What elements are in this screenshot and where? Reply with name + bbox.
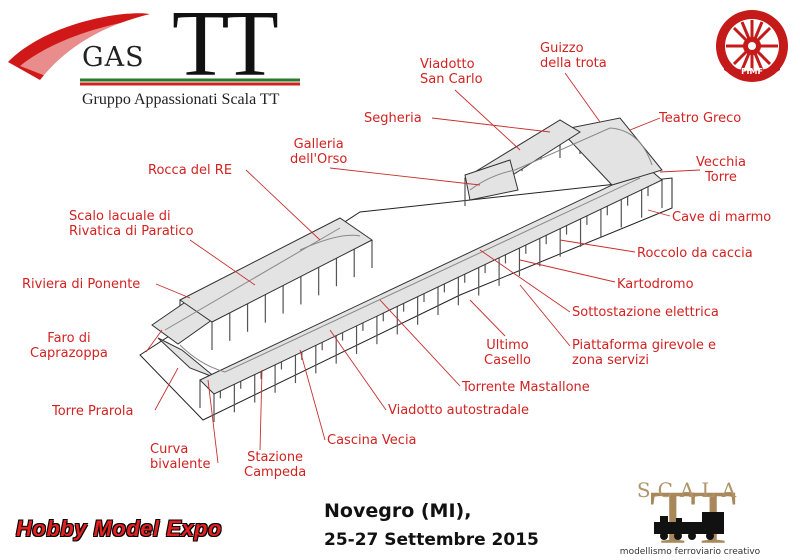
callout-line: Galleria: [293, 137, 344, 152]
leader-line: [189, 239, 256, 286]
leader-line: [329, 329, 387, 411]
leader-line: [479, 249, 571, 313]
leader-line: [629, 117, 661, 131]
callout-line: Torrente Mastallone: [462, 380, 590, 395]
layout-track: [164, 127, 653, 373]
callout-line: Faro di: [47, 331, 91, 346]
callout-line: Viadotto: [420, 57, 475, 72]
callout-roccolo: Roccolo da caccia: [637, 246, 753, 261]
callout-torre-prarola: Torre Prarola: [52, 404, 134, 419]
callout-line: San Carlo: [420, 72, 483, 87]
leader-line: [379, 299, 461, 387]
callout-ultimo-casello: Ultimo Casello: [484, 338, 531, 368]
callout-line: Piattaforma girevole e: [572, 338, 717, 353]
leader-line: [659, 169, 701, 173]
callout-line: Caprazoppa: [30, 346, 108, 361]
callout-line: Sottostazione elettrica: [572, 305, 719, 320]
callout-line: Cave di marmo: [672, 210, 772, 225]
callout-line: Segheria: [364, 111, 422, 126]
callout-line: Curva: [150, 442, 189, 457]
leader-line: [154, 367, 179, 411]
callout-line: Torre Prarola: [52, 404, 134, 419]
layout-boards: [151, 117, 663, 395]
callout-line: Torre: [705, 170, 737, 185]
callout-line: Cascina Vecia: [327, 433, 417, 448]
callout-line: Ultimo: [486, 338, 529, 353]
leader-line: [519, 284, 571, 347]
callout-teatro-greco: Teatro Greco: [659, 111, 741, 126]
leader-line: [207, 379, 219, 464]
leader-line: [155, 283, 191, 299]
callout-line: Guizzo: [540, 41, 584, 56]
gas-word: GAS: [82, 42, 145, 73]
leader-line: [145, 329, 163, 353]
callout-galleria-orso: Galleria dell'Orso: [290, 137, 347, 167]
leader-line: [564, 72, 601, 123]
callout-cascina-vecia: Cascina Vecia: [327, 433, 417, 448]
leader-line: [519, 259, 616, 283]
callout-viadotto-autostradale: Viadotto autostradale: [388, 403, 529, 418]
event-dates: 25-27 Settembre 2015: [324, 530, 539, 550]
scala-word: SCALA: [636, 478, 744, 502]
callout-curva-bivalente: Curva bivalente: [150, 442, 210, 472]
event-place: Novegro (MI),: [324, 500, 472, 522]
callout-line: dell'Orso: [290, 152, 348, 167]
callout-line: Rocca del RE: [148, 163, 233, 178]
callout-sottostazione: Sottostazione elettrica: [572, 305, 719, 320]
callout-leaders: [145, 72, 701, 464]
leader-line: [259, 369, 263, 451]
callout-line: bivalente: [150, 457, 211, 472]
callout-segheria: Segheria: [364, 111, 422, 126]
callout-torrente: Torrente Mastallone: [462, 380, 590, 395]
leader-line: [647, 209, 671, 217]
callout-cave-di-marmo: Cave di marmo: [672, 210, 771, 225]
leader-line: [469, 299, 506, 337]
callout-line: Roccolo da caccia: [637, 246, 753, 261]
gas-subtitle: Gruppo Appassionati Scala TT: [82, 91, 280, 108]
callout-line: Kartodromo: [617, 277, 694, 292]
board-back-left: [179, 217, 373, 323]
callout-line: Viadotto autostradale: [388, 403, 529, 418]
board-left-lower: [157, 337, 217, 379]
callout-line: Stazione: [247, 450, 304, 465]
leader-line: [454, 89, 521, 151]
callout-riviera-ponente: Riviera di Ponente: [22, 277, 140, 292]
callout-line: Riviera di Ponente: [22, 277, 141, 292]
callout-guizzo-della-trota: Guizzo della trota: [540, 41, 607, 71]
scala-subtitle: modellismo ferroviario creativo: [619, 547, 761, 557]
callout-line: zona servizi: [572, 353, 649, 368]
leader-line: [431, 117, 551, 133]
gas-swoosh-icon: [8, 13, 300, 86]
leader-line: [329, 167, 481, 186]
callout-line: Casello: [484, 353, 531, 368]
callout-line: Rivatica di Paratico: [69, 224, 194, 239]
gas-tt-letters: TT: [172, 0, 279, 96]
callout-scalo-lacuale: Scalo lacuale di Rivatica di Paratico: [69, 209, 194, 239]
fimf-wheel-logo: FIMF: [716, 10, 788, 82]
leader-line: [245, 169, 321, 241]
callout-line: Campeda: [244, 465, 307, 480]
callout-line: Vecchia: [696, 155, 746, 170]
callout-line: Teatro Greco: [659, 111, 742, 126]
scala-tt-logo: TT SCALA modellismo ferroviario creativo: [590, 478, 790, 560]
callout-vecchia-torre: Vecchia Torre: [696, 155, 746, 185]
callout-viadotto-san-carlo: Viadotto San Carlo: [420, 57, 483, 87]
callout-piattaforma: Piattaforma girevole e zona servizi: [572, 338, 716, 368]
callout-kartodromo: Kartodromo: [617, 277, 694, 292]
gas-tt-logo: GAS TT Gruppo Appassionati Scala TT: [0, 0, 320, 112]
callout-rocca-del-re: Rocca del RE: [148, 163, 232, 178]
callout-faro: Faro di Caprazoppa: [30, 331, 108, 361]
callout-stazione-campeda: Stazione Campeda: [244, 450, 306, 480]
board-orso-loop: [464, 159, 519, 201]
callout-line: Scalo lacuale di: [69, 209, 171, 224]
leader-line: [299, 349, 326, 441]
leader-line: [559, 239, 636, 253]
callout-line: della trota: [540, 56, 607, 71]
locomotive-icon: [654, 512, 724, 540]
fimf-text: FIMF: [741, 67, 763, 76]
layout-base: [139, 177, 673, 421]
hobby-model-expo-logo: Hobby Model Expo: [16, 516, 222, 541]
